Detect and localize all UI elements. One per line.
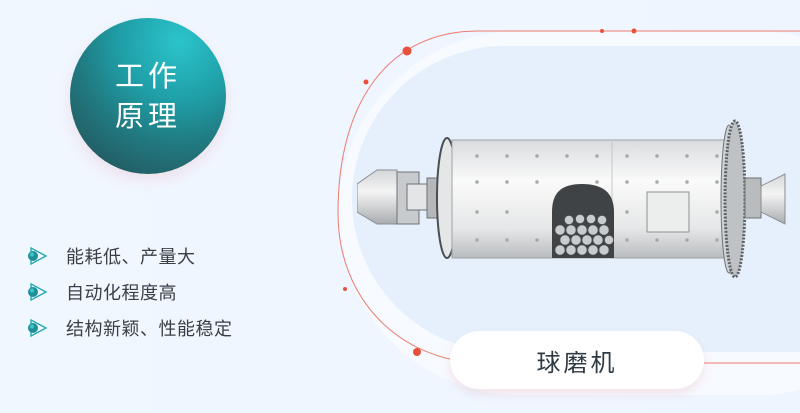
ball-mill-illustration (357, 119, 786, 279)
badge-line-2: 原理 (114, 99, 181, 133)
triangle-bullet-icon (26, 318, 48, 338)
badge-line-1: 工作 (114, 59, 181, 93)
triangle-bullet-icon (26, 282, 48, 302)
feature-text: 自动化程度高 (66, 283, 177, 304)
feature-text: 结构新颖、性能稳定 (66, 319, 233, 340)
working-principle-badge: 工作 原理 (70, 18, 226, 174)
feature-list: 能耗低、产量大 自动化程度高 结构新颖、性能稳定 (26, 238, 233, 346)
feature-item: 结构新颖、性能稳定 (26, 310, 233, 346)
feature-item: 自动化程度高 (26, 274, 233, 310)
feature-item: 能耗低、产量大 (26, 238, 233, 274)
product-name-label: 球磨机 (450, 331, 704, 389)
product-name-text: 球磨机 (536, 348, 618, 377)
feature-text: 能耗低、产量大 (66, 247, 196, 268)
triangle-bullet-icon (26, 246, 48, 266)
